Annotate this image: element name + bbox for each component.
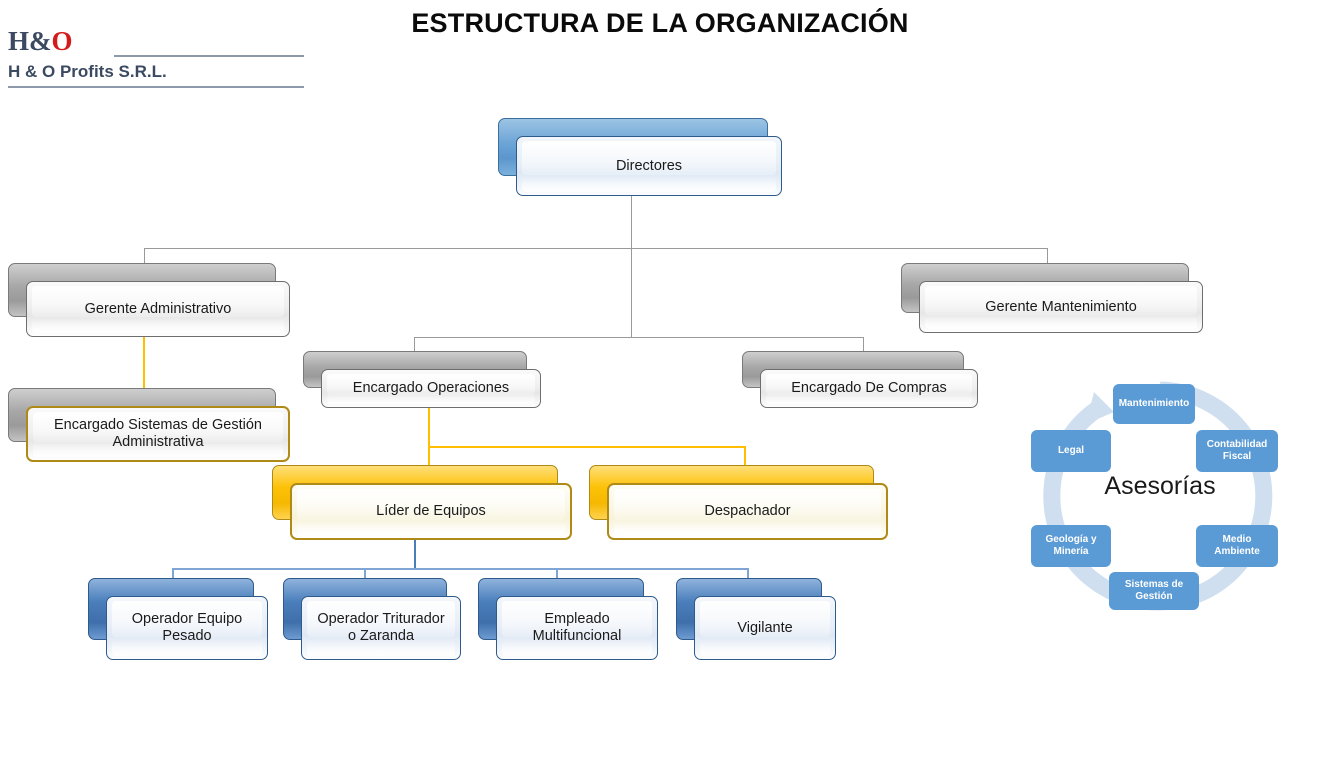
- node-front-card: Encargado Operaciones: [321, 369, 541, 408]
- company-name: H & O Profits S.R.L.: [8, 62, 167, 81]
- logo-mark-accent: O: [51, 26, 73, 56]
- org-node-encargado-operaciones[interactable]: Encargado Operaciones: [303, 351, 541, 408]
- connector-gerente-admin-drop: [144, 248, 145, 268]
- org-node-operador-triturador[interactable]: Operador Triturador o Zaranda: [283, 578, 461, 660]
- cycle-item-sistemas-de-gestion[interactable]: Sistemas de Gestión: [1109, 572, 1199, 610]
- connector-gerentes-bar: [144, 248, 1048, 249]
- org-node-label: Vigilante: [737, 619, 793, 636]
- node-front-card: Gerente Administrativo: [26, 281, 290, 337]
- connector-op-equipo-drop: [172, 568, 174, 583]
- node-front-card: Empleado Multifuncional: [496, 596, 658, 660]
- logo-divider-bottom: [8, 86, 304, 88]
- cycle-item-label: Contabilidad Fiscal: [1206, 439, 1268, 462]
- connector-admin-to-sistemas: [143, 336, 145, 398]
- node-front-card: Directores: [516, 136, 782, 196]
- cycle-item-contabilidad-fiscal[interactable]: Contabilidad Fiscal: [1196, 430, 1278, 472]
- connector-operaciones-bar: [428, 446, 745, 448]
- org-node-label: Empleado Multifuncional: [532, 611, 622, 644]
- org-node-gerente-mantenimiento[interactable]: Gerente Mantenimiento: [901, 263, 1203, 333]
- org-node-lider-equipos[interactable]: Líder de Equipos: [272, 465, 572, 540]
- org-node-label: Operador Triturador o Zaranda: [317, 611, 445, 644]
- cycle-item-legal[interactable]: Legal: [1031, 430, 1111, 472]
- org-node-label: Encargado De Compras: [791, 380, 947, 396]
- node-front-card: Líder de Equipos: [290, 483, 572, 540]
- node-front-card: Gerente Mantenimiento: [919, 281, 1203, 333]
- connector-gerente-mant-drop: [1047, 248, 1048, 268]
- logo-mark: H&O: [8, 26, 73, 56]
- company-logo: H&O H & O Profits S.R.L.: [6, 26, 306, 92]
- cycle-item-label: Sistemas de Gestión: [1124, 579, 1184, 602]
- org-node-label: Encargado Operaciones: [352, 380, 510, 396]
- connector-enc-operaciones-drop: [414, 337, 415, 352]
- cycle-item-label: Medio Ambiente: [1214, 534, 1260, 557]
- page-title: ESTRUCTURA DE LA ORGANIZACIÓN: [411, 8, 909, 38]
- node-front-card: Despachador: [607, 483, 888, 540]
- cycle-item-label: Legal: [1057, 445, 1085, 456]
- node-front-card: Encargado De Compras: [760, 369, 978, 408]
- node-front-card: Encargado Sistemas de Gestión Administra…: [26, 406, 290, 462]
- connector-lider-trunk: [414, 530, 416, 568]
- connector-enc-compras-drop: [863, 337, 864, 352]
- node-front-card: Operador Triturador o Zaranda: [301, 596, 461, 660]
- cycle-item-label: Mantenimiento: [1118, 398, 1190, 409]
- connector-op-triturador-drop: [364, 568, 366, 583]
- org-node-label: Líder de Equipos: [376, 503, 486, 519]
- asesorias-cycle-diagram: Asesorías Mantenimiento Contabilidad Fis…: [1010, 368, 1310, 624]
- org-node-vigilante[interactable]: Vigilante: [676, 578, 836, 660]
- org-node-empleado-multifuncional[interactable]: Empleado Multifuncional: [478, 578, 658, 660]
- org-node-encargado-compras[interactable]: Encargado De Compras: [742, 351, 978, 408]
- org-node-label: Operador Equipo Pesado: [131, 611, 243, 644]
- cycle-item-geologia-mineria[interactable]: Geología y Minería: [1031, 525, 1111, 567]
- connector-empleado-multi-drop: [556, 568, 558, 583]
- org-node-directores[interactable]: Directores: [498, 118, 782, 196]
- org-node-label: Gerente Administrativo: [84, 300, 232, 317]
- connector-despachador-drop: [744, 446, 746, 467]
- cycle-item-label: Geología y Minería: [1045, 534, 1097, 557]
- cycle-center-label: Asesorías: [1104, 472, 1216, 500]
- org-node-label: Directores: [615, 157, 683, 174]
- org-node-label: Encargado Sistemas de Gestión Administra…: [54, 417, 262, 450]
- connector-directores-trunk: [631, 196, 632, 338]
- cycle-item-mantenimiento[interactable]: Mantenimiento: [1113, 384, 1195, 424]
- logo-divider-top: [114, 55, 304, 57]
- connector-encargados-bar: [414, 337, 864, 338]
- org-node-operador-equipo-pesado[interactable]: Operador Equipo Pesado: [88, 578, 268, 660]
- connector-vigilante-drop: [747, 568, 749, 583]
- org-node-gerente-administrativo[interactable]: Gerente Administrativo: [8, 263, 290, 337]
- node-front-card: Vigilante: [694, 596, 836, 660]
- logo-mark-prefix: H&: [8, 26, 52, 56]
- org-node-label: Gerente Mantenimiento: [985, 298, 1137, 315]
- connector-operaciones-trunk: [428, 408, 430, 467]
- org-node-encargado-sistemas[interactable]: Encargado Sistemas de Gestión Administra…: [8, 388, 290, 462]
- org-node-despachador[interactable]: Despachador: [589, 465, 888, 540]
- org-node-label: Despachador: [704, 503, 791, 519]
- connector-operators-bar: [172, 568, 748, 570]
- node-front-card: Operador Equipo Pesado: [106, 596, 268, 660]
- cycle-item-medio-ambiente[interactable]: Medio Ambiente: [1196, 525, 1278, 567]
